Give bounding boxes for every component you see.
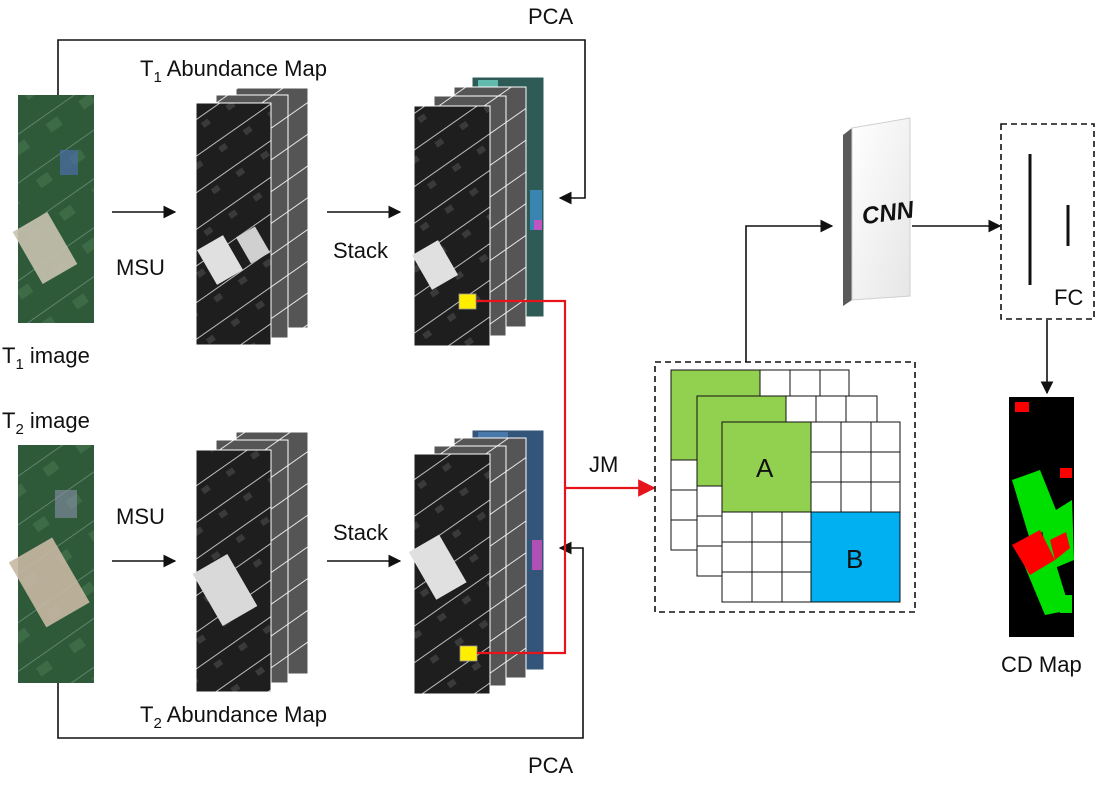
t1-abundance-label: T1 Abundance Map xyxy=(140,56,327,86)
jm-red-connector xyxy=(476,299,656,655)
t1-abundance-stack xyxy=(195,87,309,346)
t2-image-label: T2 image xyxy=(2,408,90,438)
grid-label-b: B xyxy=(846,544,863,574)
pca-top-label: PCA xyxy=(528,4,574,29)
t2-abundance-label: T2 Abundance Map xyxy=(140,702,327,732)
pca-bottom-label: PCA xyxy=(528,753,574,778)
cnn-block xyxy=(843,117,911,306)
fc-dashed-box xyxy=(1000,123,1095,320)
stack-bottom-label: Stack xyxy=(333,520,389,545)
cd-map-label: CD Map xyxy=(1001,652,1082,677)
t2-satellite-image xyxy=(8,445,94,683)
t2-abundance-stack xyxy=(192,431,309,693)
t1-satellite-image xyxy=(12,95,94,323)
t1-patch-marker xyxy=(458,293,477,310)
stack-top-label: Stack xyxy=(333,238,389,263)
jm-label: JM xyxy=(589,452,618,477)
t1-stacked-cube xyxy=(412,76,545,347)
pca-top-connector xyxy=(57,39,586,205)
t1-image-label: T1 image xyxy=(2,343,90,373)
pca-bottom-connector xyxy=(57,541,584,739)
jm-to-cnn-arrow xyxy=(745,219,834,362)
t2-patch-marker xyxy=(459,645,478,662)
fc-label: FC xyxy=(1054,285,1083,310)
msu-top-label: MSU xyxy=(116,255,165,280)
jm-patch-grids xyxy=(670,369,901,603)
cd-map-image xyxy=(1009,397,1074,637)
t2-stacked-cube xyxy=(408,429,545,695)
msu-bottom-label: MSU xyxy=(116,504,165,529)
jm-dashed-box xyxy=(654,361,916,613)
grid-label-a: A xyxy=(756,453,774,483)
